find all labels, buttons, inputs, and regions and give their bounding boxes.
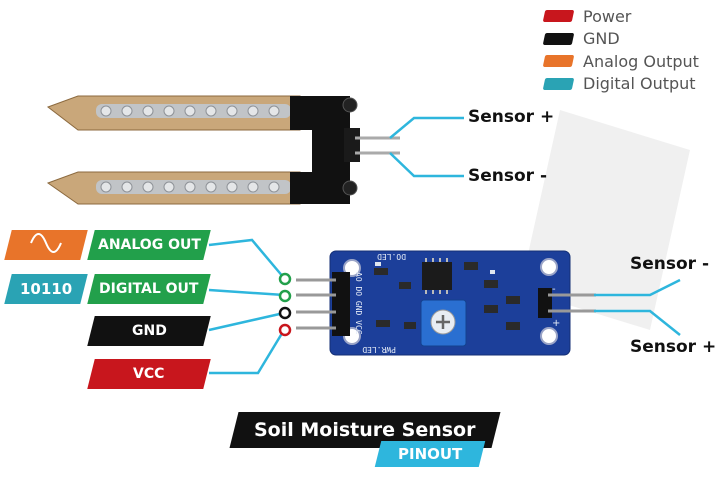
probe-pad [268,105,280,117]
sine-wave-icon [29,233,63,257]
probe-pad [142,105,154,117]
digital-signal-box: 10110 [4,274,88,304]
legend-item-power: Power [542,5,699,28]
diagram-title: Soil Moisture Sensor [254,419,476,441]
pin-tag-vcc: VCC [87,359,211,389]
silkscreen-do-led: DO.LED [377,252,406,261]
probe-pad [226,181,238,193]
module-label-minus: Sensor - [630,254,710,274]
legend-label-power: Power [583,6,632,26]
legend-item-digital: Digital Output [542,73,699,96]
probe-pad [121,105,133,117]
probe-pad [163,181,175,193]
pin-tag-gnd: GND [87,316,211,346]
analog-signal-box [4,230,88,260]
probe-pad [205,105,217,117]
pin-markers [278,272,292,337]
legend: Power GND Analog Output Digital Output [542,5,699,96]
probe-pad [247,105,259,117]
probe-pad [184,181,196,193]
pin-tag-digital-out: DIGITAL OUT [87,274,211,304]
legend-swatch-analog [542,55,575,68]
probe-label-minus: Sensor - [468,166,548,186]
probe-pad [121,181,133,193]
probe-pad [163,105,175,117]
probe-wires [389,116,464,178]
legend-label-analog: Analog Output [583,51,699,71]
silkscreen-minus: - [552,284,556,295]
module-wires [208,238,681,375]
legend-label-digital: Digital Output [583,74,696,94]
legend-item-gnd: GND [542,28,699,51]
module-label-plus: Sensor + [630,337,717,357]
silkscreen-plus: + [552,318,560,329]
probe-pad [205,181,217,193]
probe-pad [247,181,259,193]
probe-pads [100,105,280,193]
legend-item-analog: Analog Output [542,50,699,73]
pin-label-analog-out: ANALOG OUT [97,237,201,253]
probe-pad [184,105,196,117]
soil-probe [46,95,400,205]
digital-signal-text: 10110 [19,280,73,298]
legend-label-gnd: GND [583,29,620,49]
silkscreen-pwr-led: PWR.LED [362,345,396,354]
module-board: DO.LED AO DO GND VCC PWR.LED - + [296,250,596,356]
pin-label-digital-out: DIGITAL OUT [99,281,199,297]
probe-pad [100,181,112,193]
silkscreen-pin-names: AO DO GND VCC [354,272,363,335]
legend-swatch-power [542,10,575,23]
pin-tag-analog-out: ANALOG OUT [87,230,211,260]
pin-label-vcc: VCC [133,366,165,382]
probe-pad [100,105,112,117]
probe-pad [142,181,154,193]
subtitle-banner: PINOUT [374,441,486,467]
diagram-subtitle: PINOUT [397,445,463,463]
legend-swatch-digital [542,77,575,90]
pin-label-gnd: GND [131,323,167,339]
probe-pad [226,105,238,117]
legend-swatch-gnd [542,32,575,45]
probe-label-plus: Sensor + [468,107,555,127]
probe-pad [268,181,280,193]
